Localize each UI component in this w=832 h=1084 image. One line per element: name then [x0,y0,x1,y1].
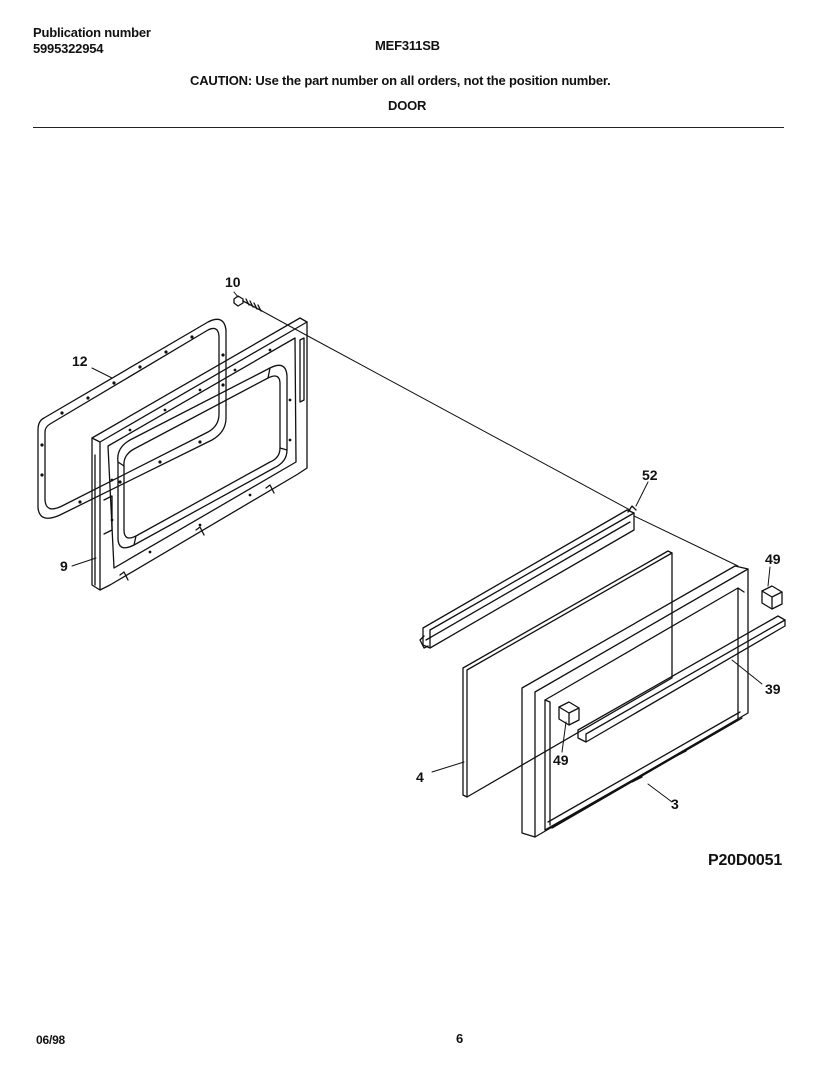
part-12-gasket [37,318,227,519]
part-39-bracket-bar [577,615,786,743]
callout-49-left: 49 [553,752,569,768]
callout-3: 3 [671,796,679,812]
part-4-glass-panel [462,550,673,798]
callout-52: 52 [642,467,658,483]
callout-labels: 10 12 9 52 49 39 4 49 3 [60,274,781,812]
model-number: MEF311SB [375,38,440,53]
part-9-door-liner [91,317,308,591]
header-rule [33,127,784,128]
publication-number: 5995322954 [33,41,104,56]
caution-note: CAUTION: Use the part number on all orde… [190,73,611,88]
part-39-door-frame [521,565,749,838]
part-49-clip-left [558,701,580,726]
part-49-clip-right [761,585,783,610]
callout-4: 4 [416,769,424,785]
leader-lines [71,291,771,803]
part-52-handle-channel [419,505,637,649]
publication-label: Publication number [33,25,151,40]
footer-date: 06/98 [36,1033,66,1047]
section-title: DOOR [388,98,427,113]
page-number: 6 [456,1031,464,1046]
part-10-screw [233,295,263,312]
callout-9: 9 [60,558,68,574]
callout-12: 12 [72,353,88,369]
callout-39: 39 [765,681,781,697]
callout-49-right: 49 [765,551,781,567]
drawing-code: P20D0051 [708,852,783,869]
callout-10: 10 [225,274,241,290]
